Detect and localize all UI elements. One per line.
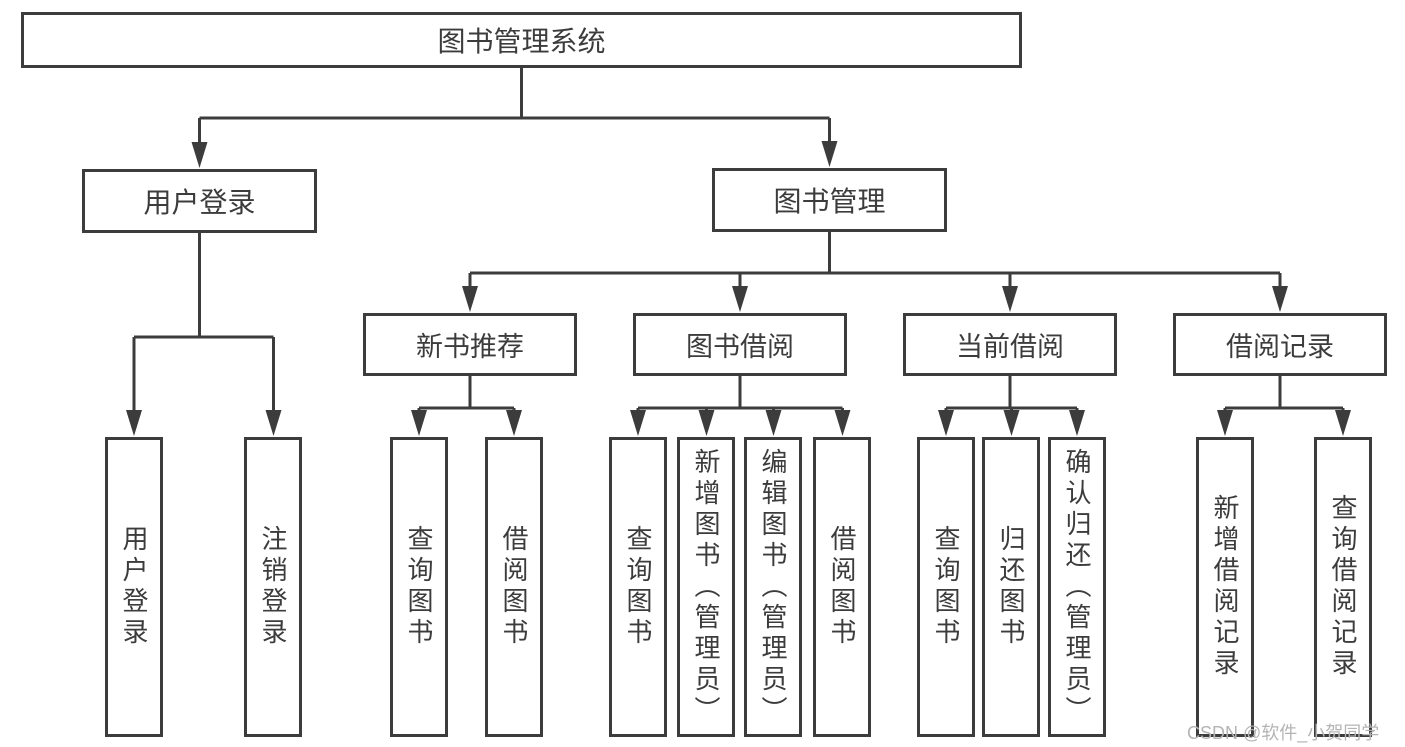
node-book-borrow: 图书借阅 bbox=[633, 313, 847, 376]
leaf-user-login: 用户登录 bbox=[105, 437, 163, 737]
leaf-return-books: 归还图书 bbox=[982, 437, 1040, 737]
node-book-management: 图书管理 bbox=[712, 168, 947, 232]
leaf-query-books-borrow: 查询图书 bbox=[609, 437, 667, 737]
node-label: 借阅图书 bbox=[827, 525, 857, 649]
node-label: 用户登录 bbox=[119, 525, 149, 649]
node-label: 新增图书（管理员） bbox=[691, 447, 721, 727]
node-label: 借阅图书 bbox=[499, 525, 529, 649]
node-label: 查询图书 bbox=[931, 525, 961, 649]
node-library-management-system: 图书管理系统 bbox=[21, 12, 1022, 68]
node-current-borrow: 当前借阅 bbox=[903, 313, 1117, 376]
node-borrow-records: 借阅记录 bbox=[1173, 313, 1387, 376]
leaf-borrow-books: 借阅图书 bbox=[813, 437, 871, 737]
node-label: 图书管理系统 bbox=[437, 26, 606, 57]
node-label: 借阅记录 bbox=[1226, 332, 1334, 362]
node-label: 图书管理 bbox=[773, 186, 886, 217]
node-label: 归还图书 bbox=[996, 525, 1026, 649]
leaf-edit-books-admin: 编辑图书（管理员） bbox=[744, 437, 802, 737]
node-user-login: 用户登录 bbox=[82, 169, 317, 233]
node-label: 用户登录 bbox=[143, 187, 256, 218]
leaf-query-borrow-record: 查询借阅记录 bbox=[1314, 437, 1372, 737]
node-label: 编辑图书（管理员） bbox=[758, 447, 788, 727]
leaf-logout: 注销登录 bbox=[244, 437, 302, 737]
leaf-borrow-books-recommend: 借阅图书 bbox=[485, 437, 543, 737]
node-label: 查询图书 bbox=[623, 525, 653, 649]
leaf-confirm-return-admin: 确认归还（管理员） bbox=[1048, 437, 1106, 737]
node-new-book-recommend: 新书推荐 bbox=[363, 313, 577, 376]
node-label: 查询借阅记录 bbox=[1328, 494, 1358, 680]
node-label: 新书推荐 bbox=[416, 332, 524, 362]
node-label: 当前借阅 bbox=[956, 332, 1064, 362]
node-label: 新增借阅记录 bbox=[1210, 494, 1240, 680]
node-label: 查询图书 bbox=[404, 525, 434, 649]
csdn-watermark: CSDN @软件_小贺同学 bbox=[1187, 723, 1380, 743]
leaf-add-books-admin: 新增图书（管理员） bbox=[677, 437, 735, 737]
node-label: 图书借阅 bbox=[686, 332, 794, 362]
node-label: 注销登录 bbox=[258, 525, 288, 649]
node-label: 确认归还（管理员） bbox=[1062, 447, 1092, 727]
leaf-query-books-current: 查询图书 bbox=[917, 437, 975, 737]
leaf-query-books-recommend: 查询图书 bbox=[390, 437, 448, 737]
leaf-add-borrow-record: 新增借阅记录 bbox=[1196, 437, 1254, 737]
arrowheads bbox=[126, 141, 1351, 436]
